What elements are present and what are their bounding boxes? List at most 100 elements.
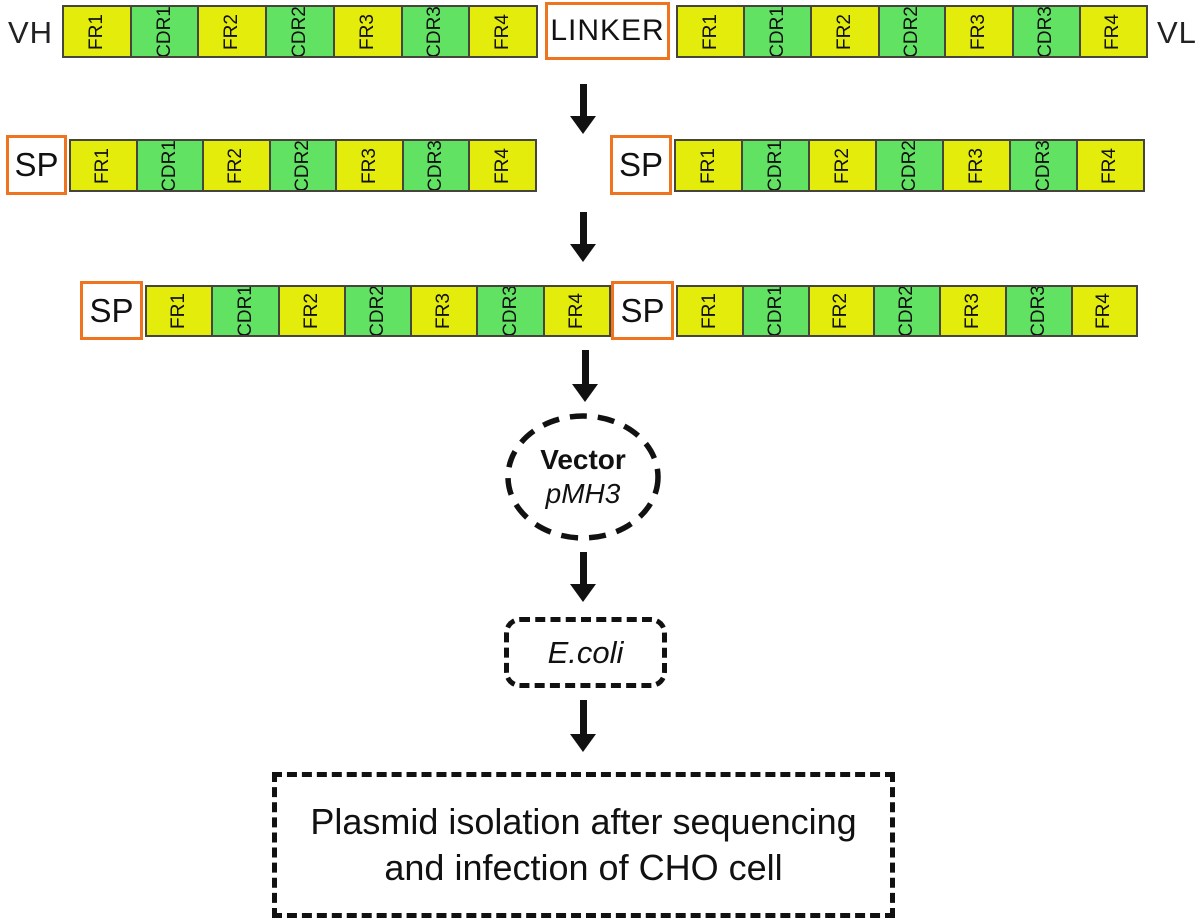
segment-label: FR4 bbox=[1102, 13, 1124, 50]
sp-label: SP bbox=[618, 146, 664, 183]
down-arrow-icon bbox=[570, 212, 596, 262]
segment-label: FR3 bbox=[433, 293, 455, 329]
segment-fr3: FR3 bbox=[941, 287, 1007, 335]
final-step-box: Plasmid isolation after sequencing and i… bbox=[272, 772, 895, 918]
segment-label: CDR2 bbox=[291, 141, 313, 190]
segment-cdr1: CDR1 bbox=[743, 141, 810, 190]
final-step-line2: and infection of CHO cell bbox=[384, 847, 783, 888]
segment-fr1: FR1 bbox=[678, 7, 746, 56]
segment-cdr2: CDR2 bbox=[877, 141, 944, 190]
segment-fr2: FR2 bbox=[279, 287, 346, 335]
segment-fr1: FR1 bbox=[676, 141, 744, 190]
sp-label: SP bbox=[14, 146, 59, 183]
vector-ellipse: Vector pMH3 bbox=[503, 411, 663, 543]
segment-fr3: FR3 bbox=[412, 287, 479, 335]
segment-label: FR4 bbox=[1099, 147, 1121, 184]
segment-label: FR4 bbox=[491, 147, 513, 184]
segment-label: FR2 bbox=[833, 13, 855, 50]
segment-label: FR3 bbox=[358, 147, 380, 184]
vector-name: Vector bbox=[540, 444, 626, 475]
arrow-head bbox=[570, 734, 596, 752]
segment-fr2: FR2 bbox=[204, 141, 271, 190]
arrow-stem bbox=[579, 700, 587, 734]
arrow-stem bbox=[581, 350, 589, 384]
segment-label: FR1 bbox=[699, 13, 721, 50]
segment-cdr1: CDR1 bbox=[213, 287, 280, 335]
segment-label: FR2 bbox=[830, 293, 852, 329]
segment-label: CDR3 bbox=[424, 7, 446, 56]
segment-fr3: FR3 bbox=[946, 7, 1014, 56]
sp-label: SP bbox=[89, 291, 134, 329]
segment-label: FR1 bbox=[697, 147, 719, 184]
segment-fr3: FR3 bbox=[337, 141, 404, 190]
sp-box-row3-left: SP bbox=[80, 281, 143, 340]
segment-fr3: FR3 bbox=[943, 141, 1012, 190]
segment-cdr2: CDR2 bbox=[270, 141, 338, 190]
segment-label: FR4 bbox=[1093, 293, 1115, 329]
dashed-ellipse-icon bbox=[505, 413, 661, 541]
arrow-stem bbox=[579, 552, 587, 584]
segment-label: FR1 bbox=[168, 293, 190, 329]
segment-cdr3: CDR3 bbox=[402, 7, 470, 56]
segment-label: CDR3 bbox=[1032, 141, 1054, 190]
down-arrow-icon bbox=[570, 700, 596, 752]
final-step-line1: Plasmid isolation after sequencing bbox=[310, 801, 857, 842]
segment-cdr3: CDR3 bbox=[1006, 287, 1073, 335]
segment-label: FR1 bbox=[92, 147, 114, 184]
segment-fr1: FR1 bbox=[678, 287, 744, 335]
segment-fr3: FR3 bbox=[334, 7, 403, 56]
segment-label: CDR1 bbox=[158, 141, 180, 190]
ecoli-box: E.coli bbox=[504, 617, 667, 688]
down-arrow-icon bbox=[570, 552, 596, 602]
segment-fr4: FR4 bbox=[1080, 7, 1146, 56]
segment-cdr1: CDR1 bbox=[745, 7, 813, 56]
segment-cdr3: CDR3 bbox=[1013, 7, 1081, 56]
segment-label: CDR1 bbox=[764, 141, 786, 190]
linker-box: LINKER bbox=[545, 2, 670, 60]
segment-label: FR3 bbox=[965, 147, 987, 184]
segment-fr4: FR4 bbox=[1072, 287, 1136, 335]
segment-cdr1: CDR1 bbox=[137, 141, 205, 190]
segment-cdr3: CDR3 bbox=[1011, 141, 1078, 190]
segment-label: CDR2 bbox=[289, 7, 311, 56]
segment-label: CDR3 bbox=[1027, 287, 1049, 335]
vh-sp-segment-bar: FR1 CDR1 FR2 CDR2 FR3 CDR3 FR4 bbox=[69, 139, 537, 192]
segment-label: CDR3 bbox=[499, 287, 521, 335]
arrow-head bbox=[570, 244, 596, 262]
ecoli-label: E.coli bbox=[547, 634, 624, 670]
segment-cdr2: CDR2 bbox=[345, 287, 413, 335]
segment-label: CDR1 bbox=[766, 7, 788, 56]
segment-label: FR2 bbox=[221, 13, 243, 50]
sp-label: SP bbox=[620, 291, 665, 329]
segment-fr4: FR4 bbox=[469, 7, 537, 56]
segment-label: FR3 bbox=[961, 293, 983, 329]
linker-label: LINKER bbox=[550, 14, 665, 47]
arrow-head bbox=[570, 116, 596, 134]
segment-label: CDR3 bbox=[1035, 7, 1057, 56]
segment-label: CDR2 bbox=[895, 287, 917, 335]
segment-cdr1: CDR1 bbox=[743, 287, 810, 335]
arrow-head bbox=[570, 584, 596, 602]
segment-fr4: FR4 bbox=[470, 141, 535, 190]
segment-fr1: FR1 bbox=[64, 7, 133, 56]
segment-cdr3: CDR3 bbox=[403, 141, 471, 190]
segment-label: CDR2 bbox=[366, 287, 388, 335]
segment-label: FR4 bbox=[565, 293, 587, 329]
segment-label: FR3 bbox=[968, 13, 990, 50]
arrow-stem bbox=[579, 212, 587, 244]
arrow-head bbox=[572, 384, 598, 402]
sp-box-row2-right: SP bbox=[610, 135, 672, 195]
segment-label: CDR3 bbox=[425, 141, 447, 190]
segment-cdr2: CDR2 bbox=[267, 7, 335, 56]
segment-fr2: FR2 bbox=[809, 287, 875, 335]
segment-label: CDR1 bbox=[234, 287, 256, 335]
segment-cdr1: CDR1 bbox=[132, 7, 200, 56]
vl-label: VL bbox=[1157, 15, 1197, 50]
vector-plasmid-name: pMH3 bbox=[545, 478, 621, 509]
segment-fr2: FR2 bbox=[809, 141, 878, 190]
